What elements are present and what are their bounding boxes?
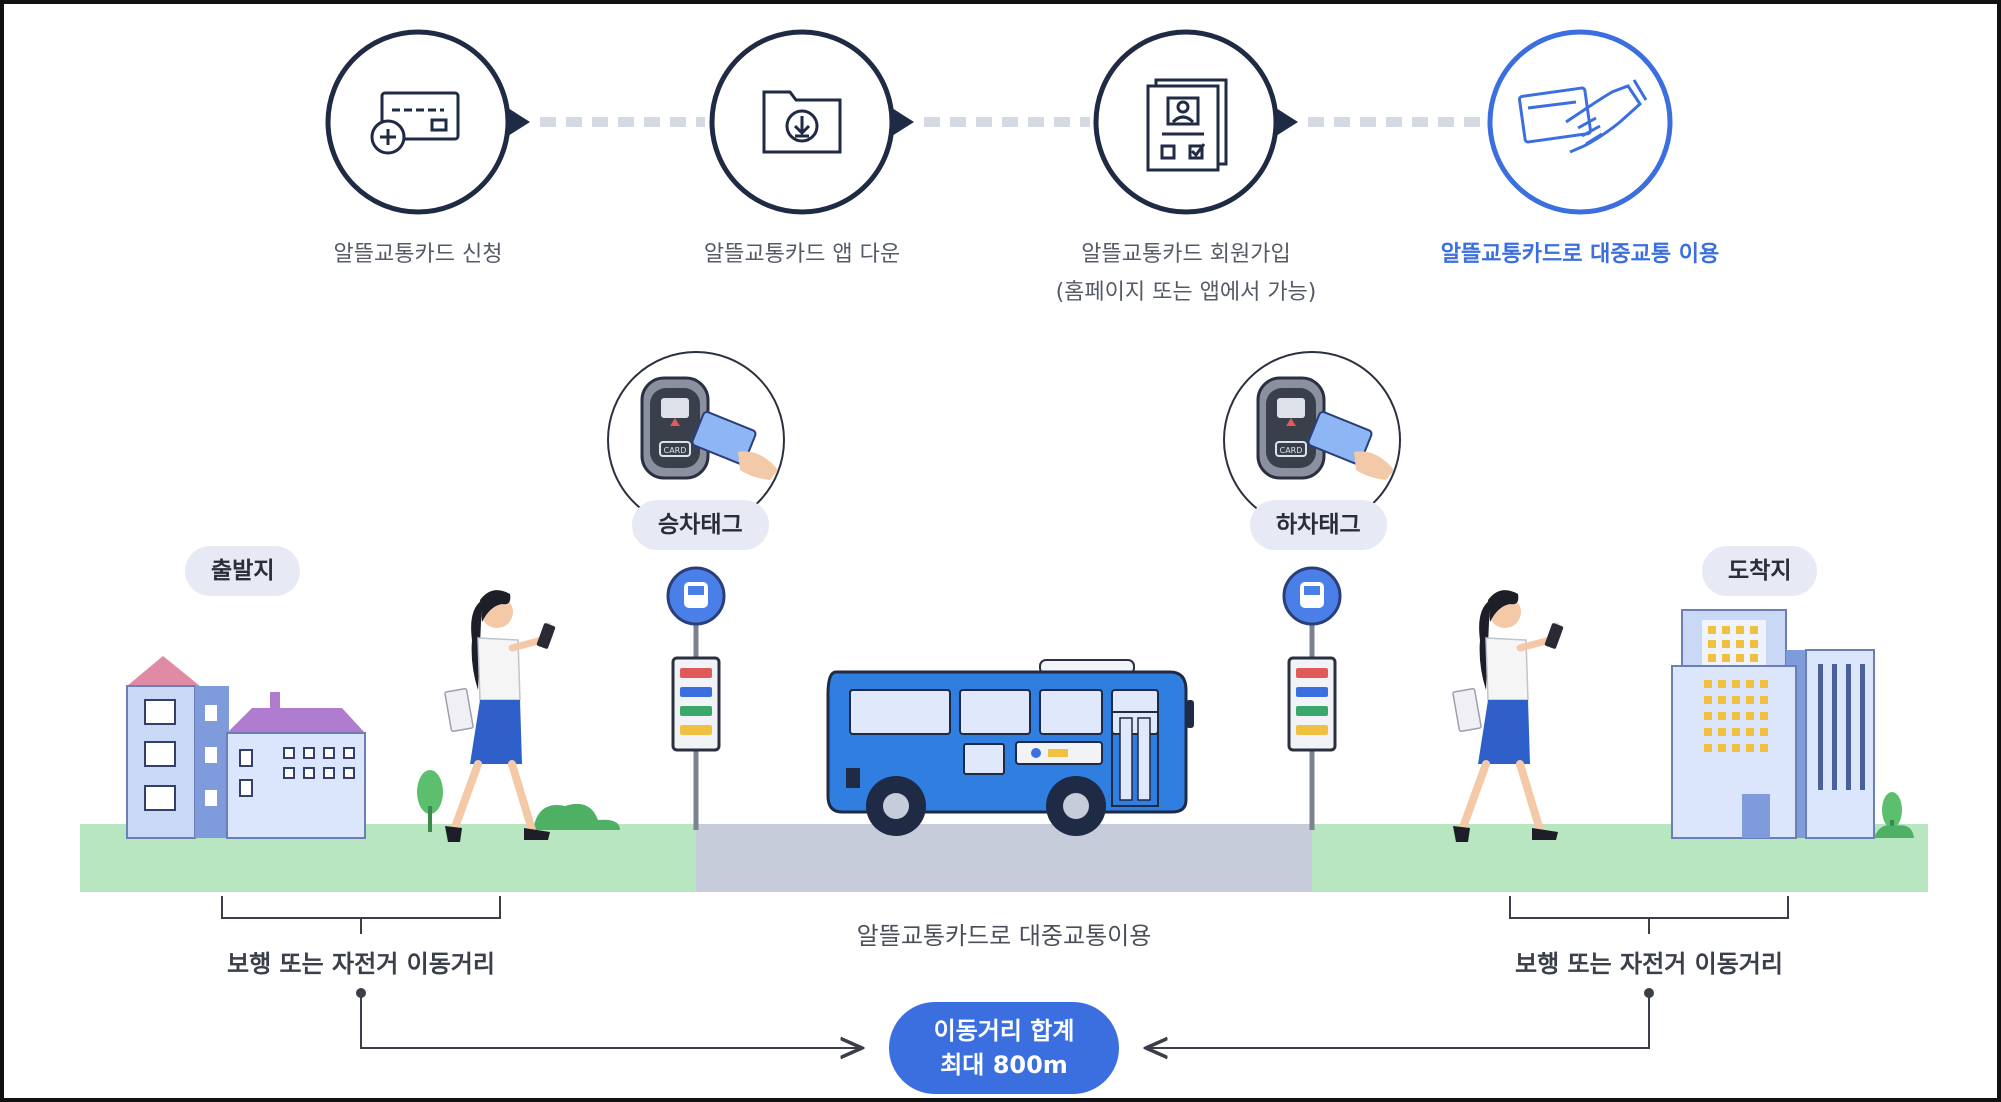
origin-buildings: [126, 656, 366, 839]
step-4-label: 알뜰교통카드로 대중교통 이용: [1440, 242, 1720, 267]
distance-arrows: [356, 988, 1654, 1048]
step-1-label: 알뜰교통카드 신청: [333, 242, 503, 267]
card-reader-alight: CARD: [1223, 351, 1401, 529]
road: [696, 824, 1312, 892]
bus: [826, 659, 1194, 836]
board-tag-pill: 승차태그: [632, 500, 769, 550]
total-distance-value: 최대 800m: [940, 1051, 1068, 1079]
walk-distance-right: 보행 또는 자전거 이동거리: [1515, 950, 1783, 978]
step-3-sublabel: (홈페이지 또는 앱에서 가능): [1055, 280, 1317, 305]
destination-pill: 도착지: [1702, 546, 1818, 596]
destination-buildings: [1671, 609, 1875, 839]
tree-left: [417, 770, 620, 832]
origin-pill: 출발지: [185, 546, 301, 596]
bus-stop-sign-icon-right: [1300, 582, 1324, 608]
distance-brackets: [221, 896, 1789, 934]
alight-tag-pill: 하차태그: [1250, 500, 1387, 550]
card-hand-icon: [1518, 79, 1648, 154]
person-walking-right: [1452, 590, 1564, 842]
step-app-download: [709, 29, 914, 215]
walk-distance-left: 보행 또는 자전거 이동거리: [227, 950, 495, 978]
card-reader-label-left: CARD: [664, 446, 687, 455]
step-card-apply: [325, 29, 530, 215]
download-folder-icon: [762, 90, 842, 154]
bus-stop-sign-icon-left: [684, 582, 708, 608]
step-2-label: 알뜰교통카드 앱 다운: [703, 242, 901, 267]
step-3-label: 알뜰교통카드 회원가입: [1081, 242, 1291, 267]
person-walking-left: [444, 590, 556, 842]
card-reader-label-right: CARD: [1280, 446, 1303, 455]
card-add-icon: [370, 91, 460, 155]
total-distance-title: 이동거리 합계: [933, 1017, 1075, 1045]
bus-stop-alight: [1282, 566, 1342, 830]
step-use-transit: [1487, 29, 1673, 215]
bus-stop-board: [666, 566, 726, 830]
tree-right: [1874, 792, 1914, 838]
card-reader-board: CARD: [607, 351, 785, 529]
transit-caption: 알뜰교통카드로 대중교통이용: [856, 922, 1152, 950]
membership-form-icon: [1146, 78, 1228, 172]
step-membership: [1093, 29, 1298, 215]
total-distance-badge: 이동거리 합계 최대 800m: [889, 1002, 1119, 1094]
